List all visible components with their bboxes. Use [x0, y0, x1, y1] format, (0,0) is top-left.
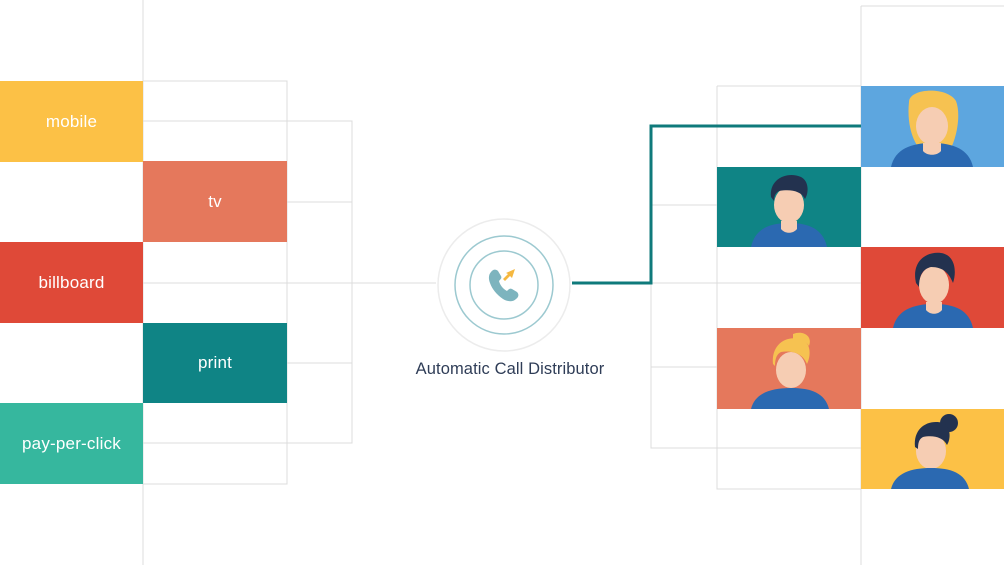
agent-tile	[861, 409, 1004, 489]
agent-tile	[861, 247, 1004, 328]
hub-inner-ring	[469, 250, 539, 320]
agent-tile	[861, 86, 1004, 167]
source-label: pay-per-click	[22, 433, 121, 453]
source-label: tv	[208, 191, 222, 211]
man-dark-hair-avatar-icon	[861, 247, 1004, 328]
man-dark-hair-avatar-icon	[717, 167, 861, 247]
source-label: billboard	[38, 272, 105, 292]
woman-bun-avatar-icon	[861, 409, 1004, 489]
source-tile-pay-per-click: pay-per-click	[0, 403, 143, 484]
active-route-line	[572, 124, 861, 285]
source-tile-billboard: billboard	[0, 242, 143, 323]
phone-transfer-icon	[488, 269, 519, 302]
hub-caption: Automatic Call Distributor	[415, 360, 605, 378]
agent-tile	[717, 167, 861, 247]
source-tile-mobile: mobile	[0, 81, 143, 162]
call-distributor-hub	[436, 217, 572, 353]
woman-blonde-avatar-icon	[861, 86, 1004, 167]
source-label: mobile	[45, 111, 98, 131]
source-tile-print: print	[143, 323, 287, 403]
source-tile-tv: tv	[143, 161, 287, 242]
left-grid	[142, 0, 436, 565]
left-grid-line	[143, 120, 353, 444]
woman-ponytail-avatar-icon	[717, 328, 861, 409]
right-grid-line	[716, 86, 861, 490]
right-grid-line	[650, 205, 861, 449]
agent-tile	[717, 328, 861, 409]
source-label: print	[197, 353, 233, 372]
hub-rings	[437, 218, 571, 352]
